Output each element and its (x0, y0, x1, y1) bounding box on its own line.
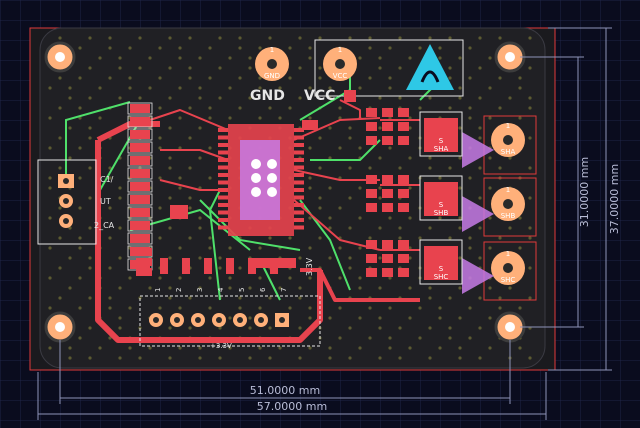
side-label-2: UT (100, 197, 111, 206)
mosfet-b[interactable]: S SHB (419, 175, 463, 221)
vcc-silkscreen-label: VCC (304, 88, 335, 104)
gnd-pad-label: GND (264, 72, 280, 80)
vcc-pad-label: VCC (333, 72, 348, 80)
mosfet-b-label: SHB (434, 209, 449, 217)
shc-pin-number: 1 (506, 250, 510, 258)
header-pin-label: 4 (217, 287, 225, 292)
bottom-pin-header[interactable] (139, 295, 321, 347)
rail-label: +3.3V (210, 342, 232, 350)
dimension-annotations (37, 27, 612, 420)
driver-ic[interactable] (218, 124, 304, 236)
mosfet-c-pin-label: S (439, 265, 444, 273)
shb-pad-label: SHB (501, 212, 516, 220)
via-field (48, 36, 532, 360)
mosfet-a-label: SHA (434, 145, 449, 153)
vcc-pad[interactable]: 1 VCC (323, 46, 357, 81)
side-label-3: 2_CA (94, 221, 115, 230)
shb-pad[interactable]: 1 SHB (483, 177, 537, 237)
phase-mask-shapes (462, 132, 494, 294)
gnd-pad[interactable]: 1 GND (255, 46, 289, 81)
header-pin-label: 3 (196, 288, 204, 292)
mounting-hole-top-right[interactable] (494, 41, 526, 73)
power-connector-outline (314, 39, 464, 97)
esd-warning-icon (406, 44, 454, 90)
header-pin-labels: 1 2 3 4 5 6 7 (154, 287, 288, 292)
mosfet-a-pin-label: S (439, 137, 444, 145)
left-connector[interactable] (37, 159, 97, 245)
right-passives (302, 90, 409, 277)
mosfet-group: S SHA S SHB S SHC (419, 111, 463, 285)
inner-height-dimension: 31.0000 mm (578, 157, 591, 227)
sha-pin-number: 1 (506, 122, 510, 130)
mosfet-c[interactable]: S SHC (419, 239, 463, 285)
header-pin-label: 6 (259, 287, 267, 292)
mounting-hole-bottom-left[interactable] (44, 311, 76, 343)
side-label-1: C1/ (100, 175, 114, 184)
sha-pad[interactable]: 1 SHA (483, 115, 537, 175)
inner-width-dimension: 51.0000 mm (250, 384, 320, 397)
mosfet-c-label: SHC (434, 273, 449, 281)
mosfet-a[interactable]: S SHA (419, 111, 463, 157)
outer-height-dimension: 37.0000 mm (608, 164, 621, 234)
header-pin-label: 5 (238, 288, 246, 292)
left-passives (127, 102, 296, 276)
vcc-pin-number: 1 (338, 46, 342, 54)
mosfet-b-pin-label: S (439, 201, 444, 209)
outer-width-dimension: 57.0000 mm (257, 400, 327, 413)
gnd-silkscreen-label: GND (250, 88, 285, 104)
mounting-hole-bottom-right[interactable] (494, 311, 526, 343)
shb-pin-number: 1 (506, 186, 510, 194)
right-rail-label: 3.3V (305, 257, 314, 276)
sha-pad-label: SHA (501, 148, 516, 156)
gnd-pin-number: 1 (270, 46, 274, 54)
header-pin-label: 2 (175, 288, 183, 292)
header-pin-label: 1 (154, 288, 162, 292)
shc-pad-label: SHC (501, 276, 516, 284)
header-pin-label: 7 (280, 288, 288, 292)
mounting-hole-top-left[interactable] (44, 41, 76, 73)
